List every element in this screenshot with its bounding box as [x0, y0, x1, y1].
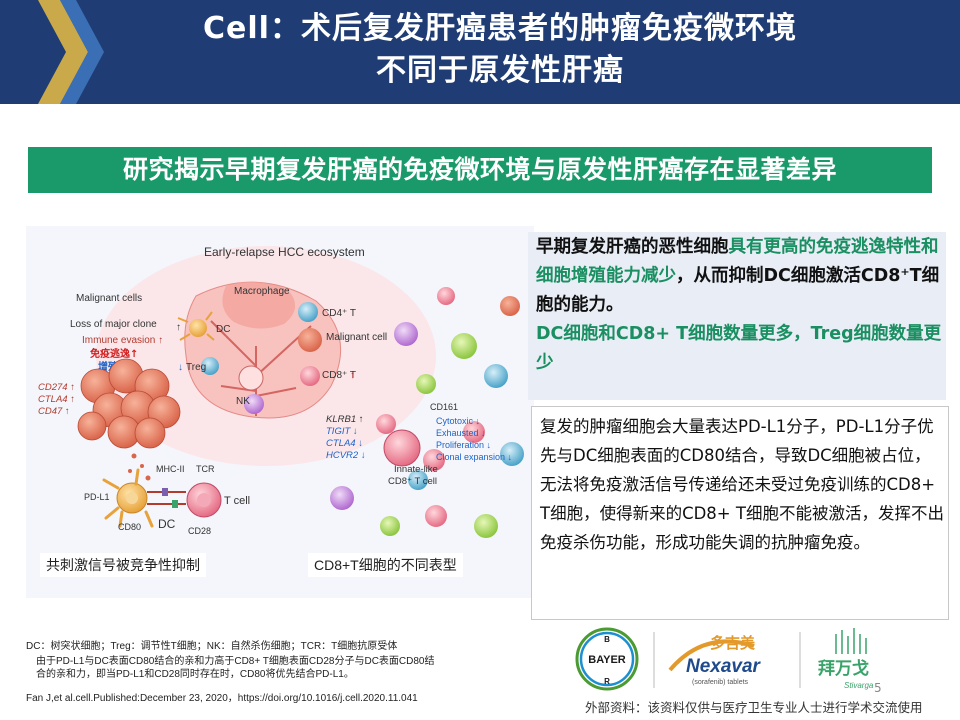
- right-immune-cells: [330, 287, 524, 538]
- marker-klrb1: KLRB1 ↑: [326, 414, 364, 425]
- label-cd8t-up: ↑: [350, 370, 355, 381]
- nexavar-sub-text: (sorafenib) tablets: [692, 679, 749, 686]
- ecosystem-diagram: Early-relapse HCC ecosystem Malignant ce…: [26, 226, 534, 598]
- label-cd80: CD80: [118, 522, 141, 532]
- description-box: [531, 406, 949, 620]
- page-number: 5: [874, 681, 882, 695]
- label-ctla4: CTLA4 ↑: [38, 394, 75, 405]
- label-pdl1: PD-L1: [84, 492, 110, 502]
- highlight-panel: [528, 232, 946, 400]
- label-treg: Treg: [186, 362, 206, 373]
- stivarga-text: Stivarga: [844, 681, 874, 690]
- marker-tigit: TIGIT ↓: [326, 426, 358, 437]
- highlight-green-1: 具有更高的免疫逃逸特性和细胞增殖能力减少: [536, 237, 939, 286]
- footnote-reference: Fan J,et al.cell.Published:December 23, …: [26, 693, 418, 704]
- nexavar-cn-text: 多吉美: [710, 634, 756, 652]
- function-clonal: Clonal expansion ↓: [436, 452, 512, 462]
- mhc-marker: [162, 488, 168, 496]
- tcell-synapse: [186, 482, 222, 518]
- label-loss-clone: Loss of major clone: [70, 319, 157, 330]
- slide-header: Cell：术后复发肝癌患者的肿瘤免疫微环境 不同于原发性肝癌: [0, 0, 960, 104]
- dc-cell-icon: [177, 311, 215, 341]
- highlight-black-1: 早期复发肝癌的恶性细胞: [536, 237, 729, 257]
- innate-cd8t-cell-icon: [383, 429, 421, 467]
- nk-cell-icon: [244, 394, 264, 414]
- svg-text:B: B: [604, 635, 610, 644]
- marker-hcvr2: HCVR2 ↓: [326, 450, 366, 461]
- label-treg-down: ↓: [178, 362, 183, 373]
- highlight-text: 早期复发肝癌的恶性细胞具有更高的免疫逃逸特性和细胞增殖能力减少，从而抑制DC细胞…: [536, 233, 946, 378]
- label-immune-evasion: Immune evasion ↑: [82, 335, 163, 346]
- marker-ctla4: CTLA4 ↓: [326, 438, 363, 449]
- label-cd8t: CD8⁺ T: [322, 370, 356, 381]
- disclaimer-text: 外部资料：该资料仅供与医疗卫生专业人士进行学术交流使用: [585, 700, 923, 715]
- chevron-decoration-icon: [38, 0, 104, 104]
- label-cd47: CD47 ↑: [38, 406, 70, 417]
- label-cd161: CD161: [430, 402, 458, 412]
- description-text: 复发的肿瘤细胞会大量表达PD-L1分子，PD-L1分子优先与DC细胞表面的CD8…: [540, 417, 944, 552]
- released-particles: [128, 453, 151, 481]
- function-proliferation: Proliferation ↓: [436, 440, 491, 450]
- label-nk: NK: [236, 396, 250, 407]
- page-title: Cell：术后复发肝癌患者的肿瘤免疫微环境 不同于原发性肝癌: [203, 11, 797, 88]
- nexavar-text: Nexavar: [686, 656, 762, 677]
- footnote-mechanism-2: 合的亲和力，即当PD-L1和CD28同时存在时，CD80将优先结合PD-L1。: [36, 669, 354, 680]
- highlight-black-2: ，从而抑制DC细胞激活CD8⁺T细胞的能力。: [536, 266, 940, 315]
- caption-cd8-phenotypes: CD8+T细胞的不同表型: [308, 553, 463, 577]
- treg-cell-icon: [201, 357, 219, 375]
- malignant-cell-icon: [298, 328, 322, 352]
- hcc-ecosystem-figure: Early-relapse HCC ecosystem Malignant ce…: [26, 226, 534, 598]
- figure-title: Early-relapse HCC ecosystem: [204, 245, 365, 259]
- svg-text:R: R: [604, 677, 610, 686]
- highlight-green-2: DC细胞和CD8+ T细胞数量更多，Treg细胞数量更少: [536, 324, 942, 373]
- label-dc-up: ↑: [176, 322, 181, 333]
- label-malignant-cell: Malignant cell: [326, 332, 387, 343]
- label-innate-2: CD8⁺ T cell: [388, 476, 437, 487]
- label-macrophage: Macrophage: [234, 286, 290, 297]
- label-dc: DC: [216, 324, 230, 335]
- function-exhausted: Exhausted ↓: [436, 428, 486, 438]
- key-finding-banner: 研究揭示早期复发肝癌的免疫微环境与原发性肝癌存在显著差异: [28, 147, 932, 193]
- cd28-marker: [172, 500, 178, 508]
- footnote-abbreviations: DC：树突状细胞；Treg：调节性T细胞；NK：自然杀伤细胞；TCR：T细胞抗原…: [26, 641, 398, 652]
- brand-logos: BAYER B R 多吉美 Nexavar (sorafenib) tablet…: [575, 627, 874, 691]
- label-cd4t: CD4⁺ T: [322, 308, 356, 319]
- label-innate-1: Innate-like: [394, 464, 438, 475]
- footnote-mechanism-1: 由于PD-L1与DC表面CD80结合的亲和力高于CD8+ T细胞表面CD28分子…: [36, 656, 435, 667]
- stivarga-logo-icon: 拜万戈 Stivarga: [818, 628, 874, 690]
- stivarga-cn-text: 拜万戈: [818, 658, 869, 679]
- label-mhc2: MHC-II: [156, 464, 185, 474]
- cd8t-cell-icon: [300, 366, 320, 386]
- label-tcr: TCR: [196, 464, 215, 474]
- caption-costim: 共刺激信号被竞争性抑制: [40, 553, 206, 577]
- function-cytotoxic: Cytotoxic ↓: [436, 416, 480, 426]
- cd4t-cell-icon: [298, 302, 318, 322]
- label-dc-synapse: DC: [158, 517, 176, 531]
- label-escape-cn: 免疫逃逸↑: [90, 347, 138, 360]
- label-tcell: T cell: [224, 495, 250, 507]
- bayer-logo-icon: BAYER B R: [575, 627, 639, 691]
- malignant-cell-cluster: [77, 358, 181, 449]
- label-malignant-cells: Malignant cells: [76, 293, 142, 304]
- bayer-logo-text: BAYER: [588, 654, 626, 666]
- nexavar-logo-icon: 多吉美 Nexavar (sorafenib) tablets: [668, 634, 762, 686]
- tumor-macrophage-hub: [184, 281, 342, 419]
- label-cd28: CD28: [188, 526, 211, 536]
- dc-synapse: [102, 468, 154, 528]
- label-cd274: CD274 ↑: [38, 382, 75, 393]
